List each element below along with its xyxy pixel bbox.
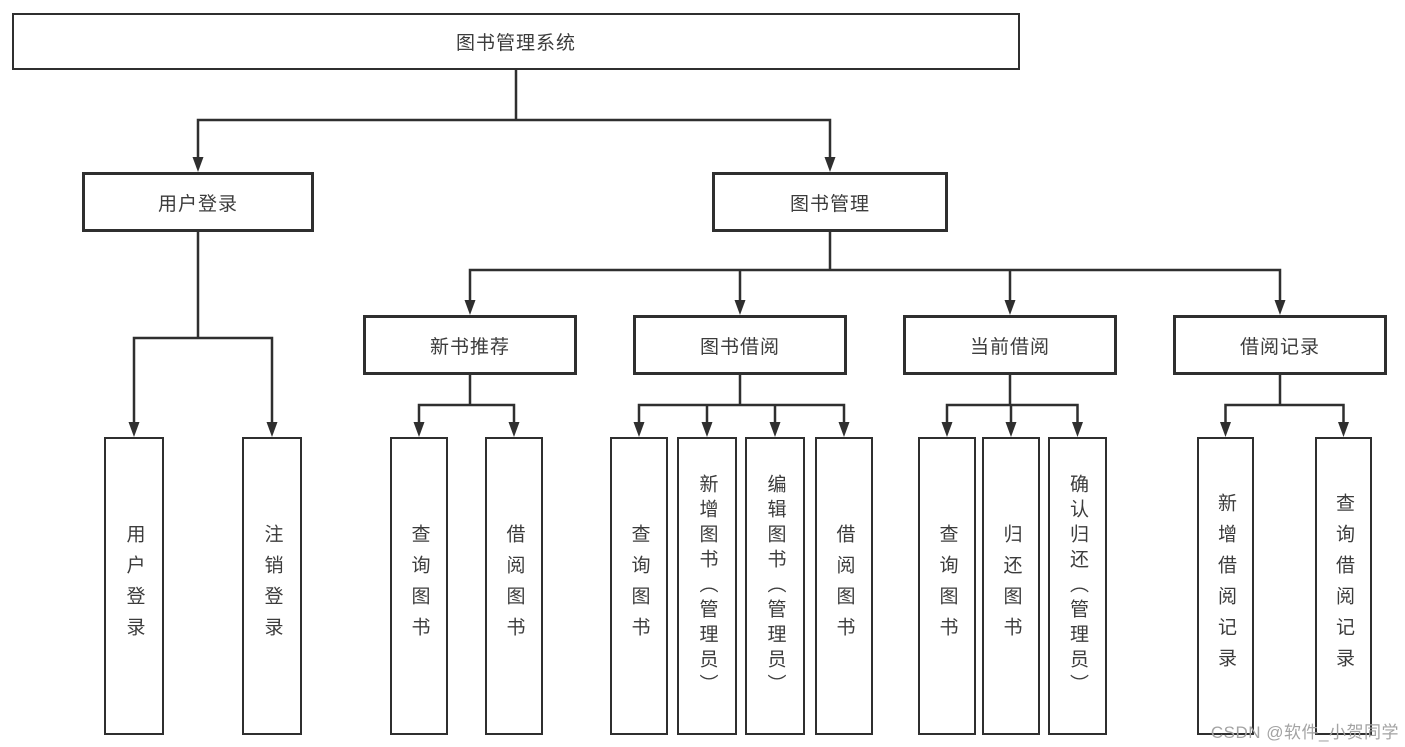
node-label: 图书管理系统 [455,33,576,54]
node-library-management-system: 图书管理系统 [12,13,1020,70]
node-add-borrow-record: 新增借阅记录 [1197,437,1254,735]
node-logout: 注销登录 [242,437,302,735]
node-label: 新书推荐 [429,336,510,358]
node-current-borrow: 当前借阅 [903,315,1117,375]
node-confirm-return-admin: 确认归还（管理员） [1048,437,1107,735]
node-label: 注销登录 [261,524,283,648]
node-borrow-books: 借阅图书 [815,437,873,735]
csdn-watermark: CSDN @软件_小贺同学 [1210,723,1399,742]
node-label: 编辑图书（管理员） [764,473,786,699]
node-label: 借阅图书 [833,524,855,648]
node-label: 查询图书 [408,524,430,648]
node-label: 归还图书 [1000,524,1022,648]
node-label: 当前借阅 [969,336,1050,358]
node-label: 用户登录 [157,193,238,215]
node-label: 用户登录 [123,524,145,648]
node-book-borrow: 图书借阅 [633,315,847,375]
node-user-login: 用户登录 [82,172,314,232]
node-label: 图书借阅 [699,336,780,358]
node-book-management: 图书管理 [712,172,948,232]
node-add-books-admin: 新增图书（管理员） [677,437,737,735]
node-query-books-borrow: 查询图书 [610,437,668,735]
node-label: 新增借阅记录 [1215,493,1236,679]
node-label: 图书管理 [789,193,870,215]
node-label: 新增图书（管理员） [696,473,718,699]
node-borrow-books-recommend: 借阅图书 [485,437,543,735]
node-edit-books-admin: 编辑图书（管理员） [745,437,805,735]
node-new-book-recommend: 新书推荐 [363,315,577,375]
node-label: 借阅记录 [1239,336,1320,358]
node-return-books: 归还图书 [982,437,1040,735]
node-borrow-record: 借阅记录 [1173,315,1387,375]
node-label: 确认归还（管理员） [1067,473,1088,699]
node-user-login-action: 用户登录 [104,437,164,735]
node-label: 查询图书 [628,524,650,648]
node-query-borrow-record: 查询借阅记录 [1315,437,1372,735]
node-label: 查询图书 [936,524,958,648]
node-query-books-current: 查询图书 [918,437,976,735]
node-label: 查询借阅记录 [1333,493,1354,679]
node-query-books-recommend: 查询图书 [390,437,448,735]
node-label: 借阅图书 [503,524,525,648]
